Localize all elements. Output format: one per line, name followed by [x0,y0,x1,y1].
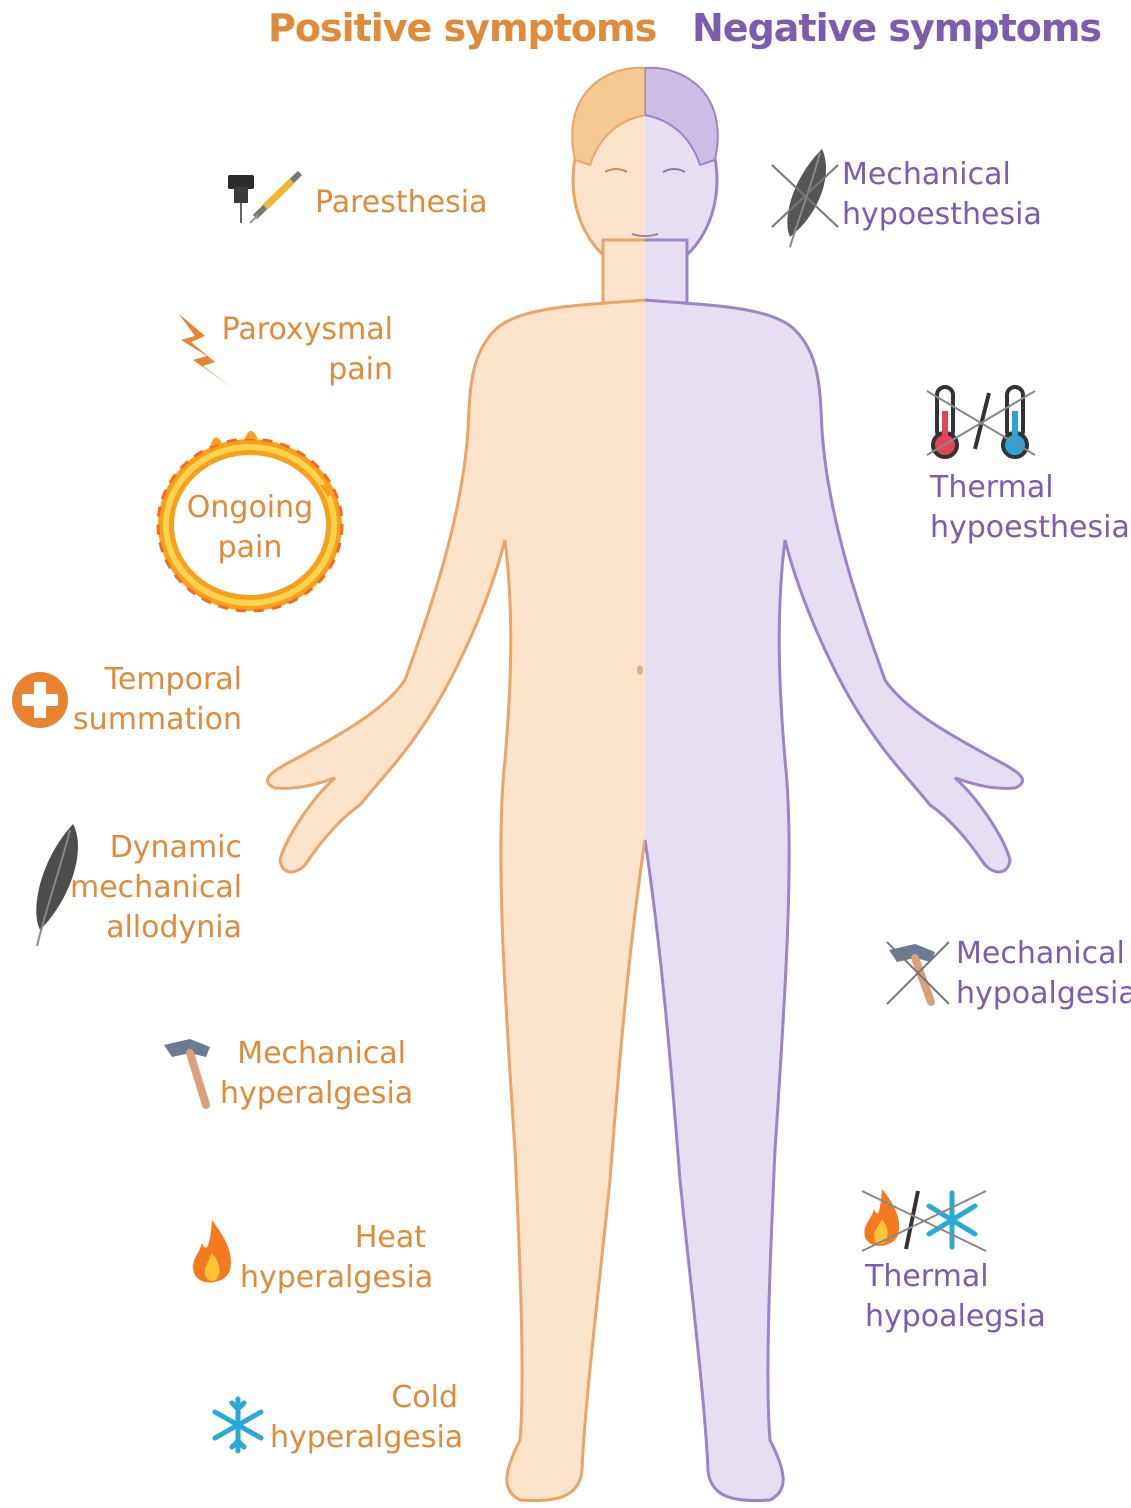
dynamic-mechanical-allodynia-label: Dynamic mechanical allodynia [70,828,242,948]
mechanical-hypoalgesia-label: Mechanical hypoalgesia [956,934,1131,1014]
cold-hyperalgesia-label: Cold hyperalgesia [270,1378,458,1458]
snowflake-icon [208,1395,268,1455]
crossed-hammer-icon [885,938,953,1008]
temporal-summation-label: Temporal summation [72,660,242,740]
hammer-icon [160,1035,220,1110]
crossed-feather-icon [770,145,840,250]
crossed-thermometers-icon [925,383,1040,463]
paroxysmal-pain-label: Paroxysmal pain [218,310,393,390]
thermal-hypoalgesia-label: Thermal hypoalegsia [865,1257,1046,1337]
thermal-hypoesthesia-label: Thermal hypoesthesia [930,468,1130,548]
paresthesia-label: Paresthesia [315,183,487,223]
crossed-flame-snowflake-icon [860,1185,990,1255]
mechanical-hyperalgesia-label: Mechanical hyperalgesia [220,1034,406,1114]
pin-syringe-icon [220,165,310,230]
heat-hyperalgesia-label: Heat hyperalgesia [240,1218,426,1298]
mechanical-hypoesthesia-label: Mechanical hypoesthesia [842,155,1042,235]
ongoing-pain-label: Ongoing pain [160,488,340,568]
flame-icon [190,1218,235,1290]
plus-circle-icon [10,670,70,730]
